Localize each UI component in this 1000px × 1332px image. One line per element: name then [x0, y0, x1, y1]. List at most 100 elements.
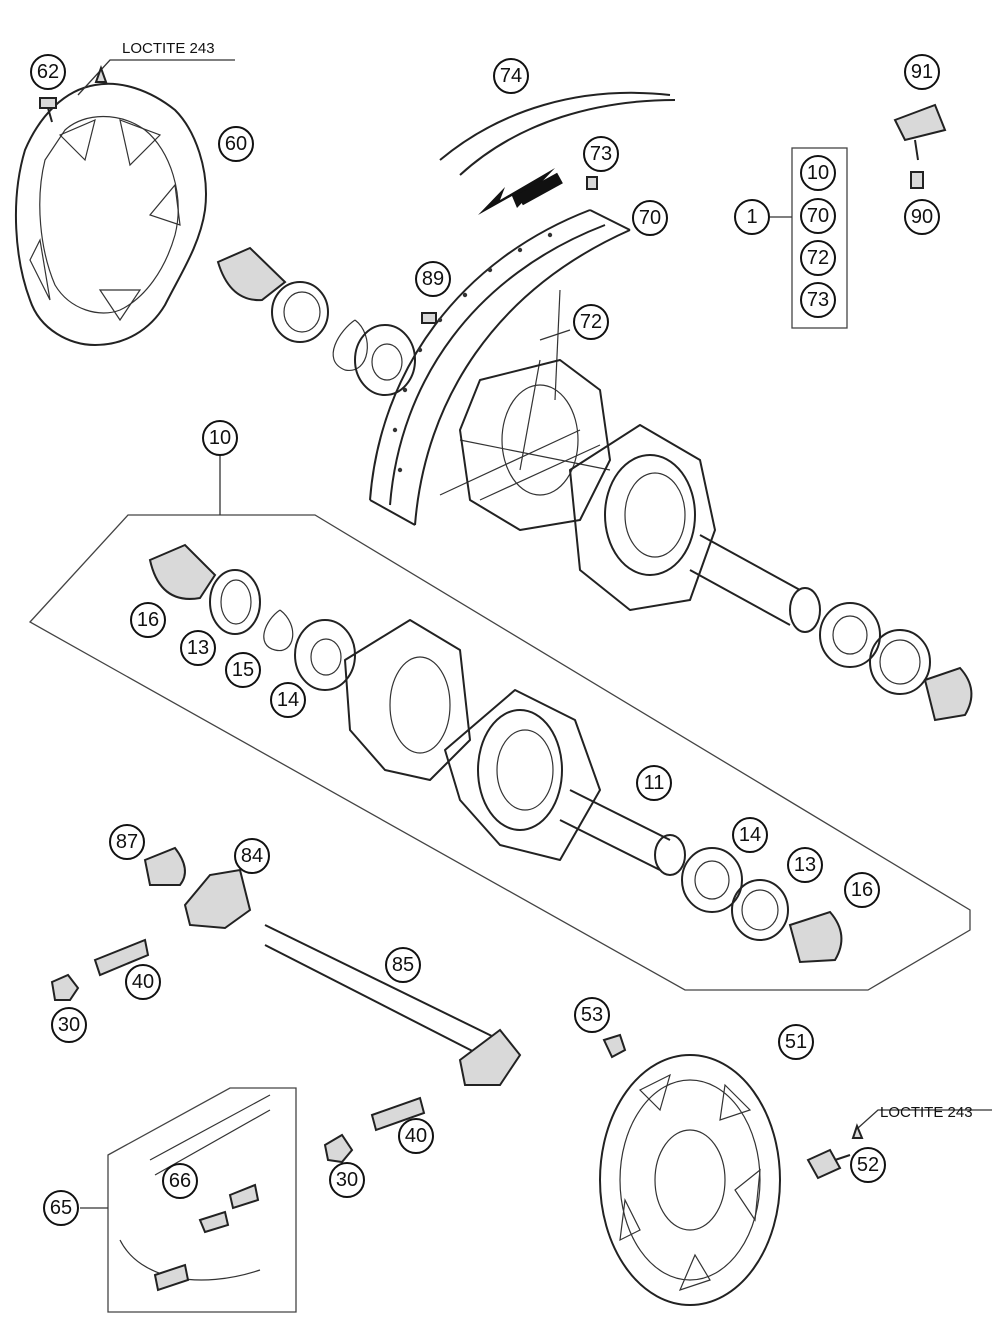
spokes-part-72 — [439, 289, 611, 501]
svg-text:30: 30 — [336, 1169, 358, 1191]
svg-text:16: 16 — [137, 609, 159, 631]
callout-kit-70[interactable]: 70 — [800, 198, 836, 234]
svg-text:53: 53 — [581, 1004, 603, 1026]
svg-text:66: 66 — [169, 1170, 191, 1192]
svg-text:72: 72 — [807, 247, 829, 269]
svg-text:30: 30 — [58, 1014, 80, 1036]
callout-40-left[interactable]: 40 — [125, 964, 161, 1000]
callout-53[interactable]: 53 — [574, 997, 610, 1033]
callout-51[interactable]: 51 — [778, 1024, 814, 1060]
svg-text:10: 10 — [807, 162, 829, 184]
svg-text:70: 70 — [639, 207, 661, 229]
rim-part-70 — [369, 209, 631, 526]
callout-30-right[interactable]: 30 — [329, 1162, 365, 1198]
sprocket-screw-part-52 — [806, 1148, 851, 1180]
kit-box — [791, 147, 848, 329]
nut-part-30b — [323, 1133, 354, 1164]
adjuster-screw-part-40a — [93, 938, 150, 977]
svg-text:13: 13 — [794, 854, 816, 876]
callout-40-right[interactable]: 40 — [398, 1118, 434, 1154]
rotation-arrow-icon — [478, 168, 555, 215]
svg-text:90: 90 — [911, 206, 933, 228]
callout-72-spokes[interactable]: 72 — [573, 304, 609, 340]
callout-89[interactable]: 89 — [415, 261, 451, 297]
valve-cap-part-91 — [893, 103, 947, 161]
svg-text:51: 51 — [785, 1031, 807, 1053]
svg-text:89: 89 — [422, 268, 444, 290]
svg-text:60: 60 — [225, 133, 247, 155]
callout-65[interactable]: 65 — [43, 1190, 79, 1226]
chain-adjuster-part-84 — [183, 868, 252, 930]
svg-text:52: 52 — [857, 1154, 879, 1176]
spacer-part-87 — [143, 846, 186, 886]
axle-part-85 — [264, 924, 522, 1086]
callout-52[interactable]: 52 — [850, 1147, 886, 1183]
callout-14-left[interactable]: 14 — [270, 682, 306, 718]
svg-text:62: 62 — [37, 61, 59, 83]
svg-text:1: 1 — [746, 206, 757, 228]
svg-text:91: 91 — [911, 61, 933, 83]
hub-group-outline — [28, 514, 971, 991]
disc-screw-part-62 — [39, 97, 57, 123]
callout-30-left[interactable]: 30 — [51, 1007, 87, 1043]
sprocket-part-51 — [599, 1054, 781, 1306]
svg-text:11: 11 — [644, 772, 665, 794]
callout-66[interactable]: 66 — [162, 1163, 198, 1199]
svg-text:74: 74 — [500, 65, 522, 87]
callout-74[interactable]: 74 — [493, 58, 529, 94]
callout-73-valve[interactable]: 73 — [583, 136, 619, 172]
svg-text:14: 14 — [277, 689, 299, 711]
callout-1[interactable]: 1 — [734, 199, 770, 235]
svg-text:84: 84 — [241, 845, 263, 867]
callout-11[interactable]: 11 — [636, 765, 672, 801]
callout-70-rim[interactable]: 70 — [632, 200, 668, 236]
svg-text:85: 85 — [392, 954, 414, 976]
nut-part-53 — [602, 1033, 627, 1059]
svg-text:16: 16 — [851, 879, 873, 901]
loctite-note-top: LOCTITE 243 — [122, 40, 215, 57]
callout-13-right[interactable]: 13 — [787, 847, 823, 883]
hub-assembled — [459, 359, 716, 611]
callout-60[interactable]: 60 — [218, 126, 254, 162]
rim-lock-part-89 — [421, 312, 437, 324]
brake-disc-part-60 — [14, 82, 207, 346]
callout-16-left[interactable]: 16 — [130, 602, 166, 638]
callout-85[interactable]: 85 — [385, 947, 421, 983]
callout-84[interactable]: 84 — [234, 838, 270, 874]
callout-kit-72[interactable]: 72 — [800, 240, 836, 276]
rim-tape-part-74 — [439, 91, 676, 176]
upper-left-bearing-stack — [216, 246, 416, 396]
callout-14-right[interactable]: 14 — [732, 817, 768, 853]
callout-13-left[interactable]: 13 — [180, 630, 216, 666]
svg-text:73: 73 — [807, 289, 829, 311]
chain-box — [107, 1087, 297, 1313]
callout-10-hub[interactable]: 10 — [202, 420, 238, 456]
svg-text:10: 10 — [209, 427, 231, 449]
svg-text:65: 65 — [50, 1197, 72, 1219]
svg-text:15: 15 — [232, 659, 254, 681]
callout-91[interactable]: 91 — [904, 54, 940, 90]
loctite-note-bottom: LOCTITE 243 — [880, 1104, 973, 1121]
hub-group-parts — [148, 543, 843, 964]
svg-text:87: 87 — [116, 831, 138, 853]
callout-16-right[interactable]: 16 — [844, 872, 880, 908]
svg-text:73: 73 — [590, 143, 612, 165]
valve-part-73 — [586, 176, 598, 190]
svg-text:40: 40 — [405, 1125, 427, 1147]
callout-62[interactable]: 62 — [30, 54, 66, 90]
adjuster-screw-part-40b — [370, 1096, 426, 1132]
callout-15[interactable]: 15 — [225, 652, 261, 688]
callout-kit-73[interactable]: 73 — [800, 282, 836, 318]
chain-part-66 — [119, 1094, 271, 1292]
callout-90[interactable]: 90 — [904, 199, 940, 235]
svg-text:72: 72 — [580, 311, 602, 333]
callout-kit-10[interactable]: 10 — [800, 155, 836, 191]
callout-87[interactable]: 87 — [109, 824, 145, 860]
nut-part-30a — [50, 973, 80, 1001]
svg-text:40: 40 — [132, 971, 154, 993]
svg-text:14: 14 — [739, 824, 761, 846]
svg-text:70: 70 — [807, 205, 829, 227]
svg-text:13: 13 — [187, 637, 209, 659]
valve-part-90 — [910, 171, 924, 189]
